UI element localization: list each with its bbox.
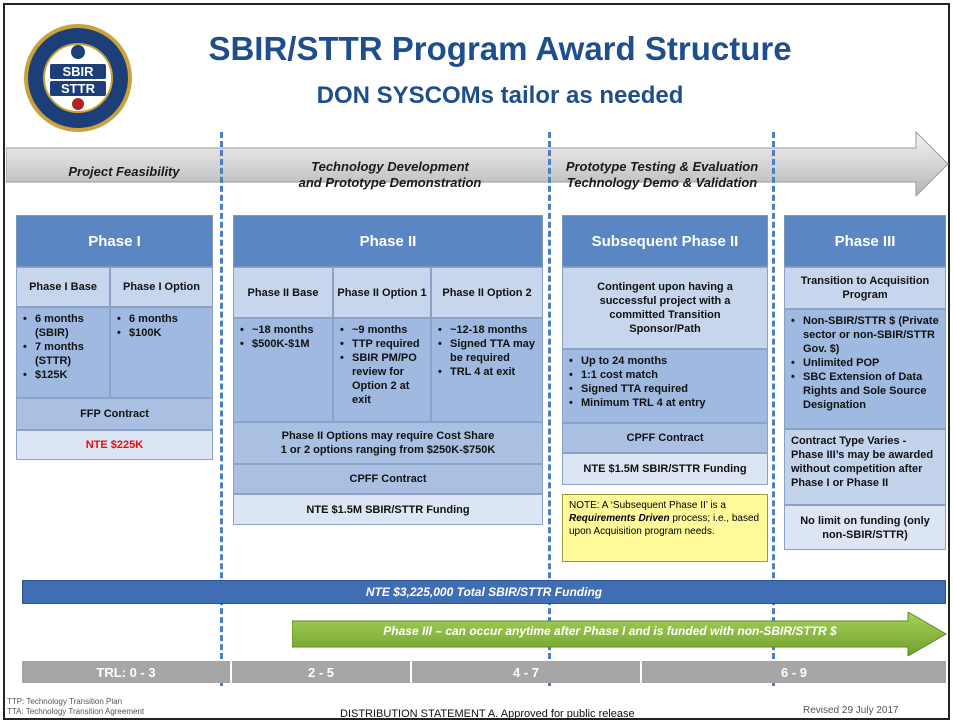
phase1-base-item: 7 months (STTR): [35, 341, 84, 367]
phase2-option2-details: •~12-18 months •Signed TTA may be requir…: [431, 318, 543, 422]
phase1-base-label: Phase I Base: [16, 267, 110, 307]
phase2-option2-item: ~12-18 months: [450, 324, 528, 336]
phase2-option2-item: Signed TTA may be required: [450, 338, 535, 364]
phase2-base-details: •~18 months •$500K-$1M: [233, 318, 333, 422]
phase3-item: Non-SBIR/STTR $ (Private sector or non-S…: [803, 315, 939, 355]
phase1-column: Phase I Phase I Base Phase I Option •6 m…: [16, 215, 213, 460]
note-text-post: process; i.e., based upon Acquisition pr…: [569, 513, 760, 537]
subsequent-item: Minimum TRL 4 at entry: [581, 397, 706, 409]
subsequent-contract: CPFF Contract: [562, 423, 768, 453]
navy-sbir-seal-logo: SBIR STTR: [24, 24, 132, 132]
phase2-base-label: Phase II Base: [233, 267, 333, 318]
phase2-nte: NTE $1.5M SBIR/STTR Funding: [233, 494, 543, 525]
band-proto-line2: Technology Demo & Validation: [566, 175, 758, 190]
phase1-nte: NTE $225K: [16, 430, 213, 460]
phase2-option1-label: Phase II Option 1: [333, 267, 431, 318]
seal-line2: STTR: [61, 81, 96, 96]
phase2-option1-item: ~9 months: [352, 324, 408, 336]
page-subtitle: DON SYSCOMs tailor as needed: [316, 82, 684, 109]
phase2-options-note: Phase II Options may require Cost Share …: [233, 422, 543, 464]
phase2-column: Phase II Phase II Base Phase II Option 1…: [233, 215, 543, 525]
phase2-base-item: ~18 months: [252, 324, 314, 336]
phase1-base-item: $125K: [35, 369, 68, 381]
subsequent-item: Up to 24 months: [581, 355, 668, 367]
note-text-emphasis: Requirements Driven: [569, 513, 670, 524]
phase-divider: [772, 132, 775, 686]
phase-divider: [548, 132, 551, 686]
note-text-pre: NOTE: A ‘Subsequent Phase II’ is a: [569, 500, 726, 511]
seal-line1: SBIR: [62, 64, 94, 79]
phase3-item: Unlimited POP: [803, 357, 880, 369]
phase2-options-note-line1: Phase II Options may require Cost Share: [281, 430, 495, 442]
phase3-transition: Transition to Acquisition Program: [784, 267, 946, 309]
subsequent-contingent: Contingent upon having a successful proj…: [562, 267, 768, 349]
tta-definition: TTA: Technology Transition Agreement: [7, 707, 145, 716]
phase1-contract: FFP Contract: [16, 398, 213, 430]
phase3-details: •Non-SBIR/STTR $ (Private sector or non-…: [784, 309, 946, 429]
subsequent-phase2-column: Subsequent Phase II Contingent upon havi…: [562, 215, 768, 485]
phase3-anytime-label: Phase III – can occur anytime after Phas…: [383, 624, 837, 638]
trl-range-4-7: 4 - 7: [412, 661, 640, 683]
requirements-driven-note: NOTE: A ‘Subsequent Phase II’ is a Requi…: [562, 494, 768, 562]
acronym-legend: TTP: Technology Transition Plan TTA: Tec…: [7, 697, 144, 717]
phase2-option1-item: TTP required: [352, 338, 420, 350]
phase-band-arrow: [6, 130, 949, 198]
phase1-option-item: $100K: [129, 327, 162, 339]
phase2-options-note-line2: 1 or 2 options ranging from $250K-$750K: [280, 444, 496, 456]
revision-date: Revised 29 July 2017: [803, 705, 899, 716]
phase2-option1-details: •~9 months •TTP required •SBIR PM/PO rev…: [333, 318, 431, 422]
phase3-header: Phase III: [784, 215, 946, 267]
page-title: SBIR/STTR Program Award Structure: [208, 30, 792, 67]
trl-label-0-3: TRL: 0 - 3: [22, 661, 230, 683]
phase2-header: Phase II: [233, 215, 543, 267]
phase2-option1-item: SBIR PM/PO review for Option 2 at exit: [352, 352, 417, 406]
subsequent-item: 1:1 cost match: [581, 369, 659, 381]
phase2-option2-label: Phase II Option 2: [431, 267, 543, 318]
phase-divider: [220, 132, 223, 686]
phase3-funding-limit: No limit on funding (only non-SBIR/STTR): [784, 505, 946, 550]
band-tech-dev-line2: and Prototype Demonstration: [298, 175, 482, 190]
band-project-feasibility: Project Feasibility: [68, 164, 180, 179]
total-funding-bar: NTE $3,225,000 Total SBIR/STTR Funding: [22, 580, 946, 604]
phase1-option-item: 6 months: [129, 313, 178, 325]
band-tech-dev-line1: Technology Development: [311, 159, 469, 174]
phase2-option2-item: TRL 4 at exit: [450, 366, 516, 378]
phase3-contract-type: Contract Type Varies - Phase III’s may b…: [784, 429, 946, 505]
phase1-option-label: Phase I Option: [110, 267, 213, 307]
phase3-item: SBC Extension of Data Rights and Sole So…: [803, 371, 927, 411]
phase2-base-item: $500K-$1M: [252, 338, 310, 350]
trl-range-6-9: 6 - 9: [642, 661, 946, 683]
phase3-column: Phase III Transition to Acquisition Prog…: [784, 215, 946, 550]
distribution-statement: DISTRIBUTION STATEMENT A. Approved for p…: [340, 708, 635, 720]
phase1-option-details: •6 months •$100K: [110, 307, 213, 398]
phase3-anytime-arrow: [292, 612, 947, 656]
subsequent-item: Signed TTA required: [581, 383, 688, 395]
subsequent-details: •Up to 24 months •1:1 cost match •Signed…: [562, 349, 768, 423]
trl-range-2-5: 2 - 5: [232, 661, 410, 683]
phase1-base-details: •6 months (SBIR) •7 months (STTR) •$125K: [16, 307, 110, 398]
subsequent-nte: NTE $1.5M SBIR/STTR Funding: [562, 453, 768, 485]
phase1-header: Phase I: [16, 215, 213, 267]
phase1-base-item: 6 months (SBIR): [35, 313, 84, 339]
band-proto-line1: Prototype Testing & Evaluation: [565, 159, 759, 174]
phase2-contract: CPFF Contract: [233, 464, 543, 494]
ttp-definition: TTP: Technology Transition Plan: [7, 697, 123, 706]
subsequent-phase2-header: Subsequent Phase II: [562, 215, 768, 267]
